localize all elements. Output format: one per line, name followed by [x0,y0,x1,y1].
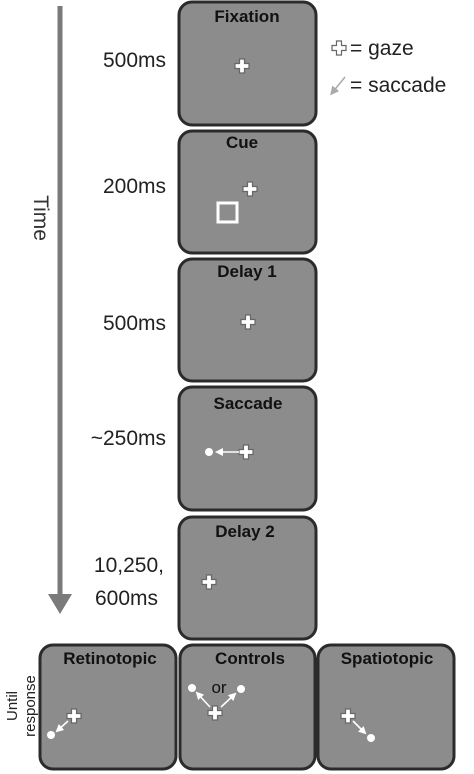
time-axis-label: Time [29,195,52,241]
stage-duration: 500ms [103,312,166,335]
response-label: Until response [4,675,39,737]
target-dot-left-icon [188,684,196,692]
response-controls: Controls or [178,643,317,771]
response-label-line-2: response [22,675,39,737]
saccade-arrow-left-icon [195,691,211,708]
stage-title: Delay 2 [215,522,275,541]
response-retinotopic: Retinotopic [38,643,178,771]
stage-title: Saccade [214,394,283,413]
stage-cue: Cue 200ms [103,129,318,255]
time-axis: Time [29,6,72,614]
response-title: Controls [215,649,285,668]
response-title: Retinotopic [63,649,157,668]
legend-saccade: = saccade [330,74,446,97]
stage-duration: ~250ms [91,427,166,450]
stage-title: Delay 1 [217,262,277,281]
target-dot-icon [205,448,213,456]
stage-panel [177,515,318,641]
response-label-line-1: Until [4,691,21,721]
stage-delay-2: Delay 2 10,250, 600ms [94,515,318,641]
stage-fixation: Fixation 500ms [103,0,318,127]
legend-saccade-label: = saccade [350,74,446,97]
cross-icon [331,40,347,56]
stage-title: Cue [226,133,258,152]
stage-title: Fixation [214,7,279,26]
response-spatiotopic: Spatiotopic [316,643,456,771]
legend-gaze: = gaze [331,37,414,60]
stage-duration: 200ms [103,175,166,198]
stage-duration-line-1: 10,250, [94,554,164,577]
cue-square-icon [216,201,239,224]
target-dot-icon [47,731,55,739]
legend: = gaze = saccade [330,37,446,97]
target-dot-icon [367,734,375,742]
stage-duration-line-2: 600ms [95,587,158,610]
saccade-arrow-icon [55,720,69,733]
response-panel [38,643,178,771]
time-arrow-head [48,594,72,614]
stage-saccade: Saccade ~250ms [91,385,318,512]
stage-delay-1: Delay 1 500ms [103,257,318,383]
response-title: Spatiotopic [341,649,434,668]
saccade-arrow-right-icon [220,692,237,708]
stage-duration: 500ms [103,49,166,72]
response-panel [178,643,317,771]
arrow-icon [330,76,346,96]
target-dot-right-icon [237,685,245,693]
saccade-arrow-icon [352,720,367,735]
legend-gaze-label: = gaze [350,37,414,60]
response-panel [316,643,456,771]
or-label: or [211,678,226,697]
